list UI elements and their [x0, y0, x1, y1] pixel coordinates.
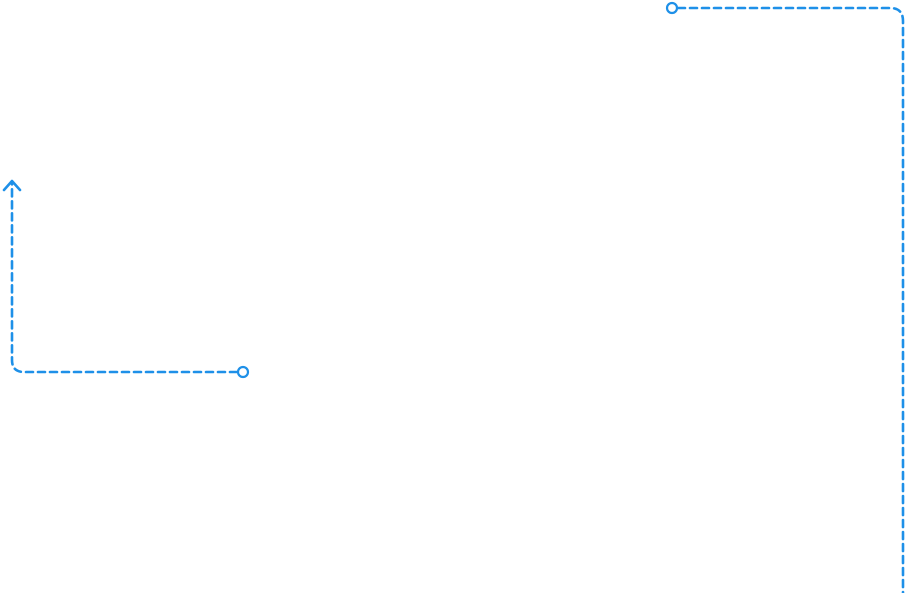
connector-right[interactable] [665, 1, 905, 593]
connector-left[interactable] [2, 179, 250, 379]
connector-right-start-handle[interactable] [665, 1, 679, 15]
connector-left-line[interactable] [10, 182, 239, 374]
arrowhead-icon [2, 179, 22, 192]
connector-left-start-handle[interactable] [236, 365, 250, 379]
connector-right-line[interactable] [676, 6, 905, 593]
